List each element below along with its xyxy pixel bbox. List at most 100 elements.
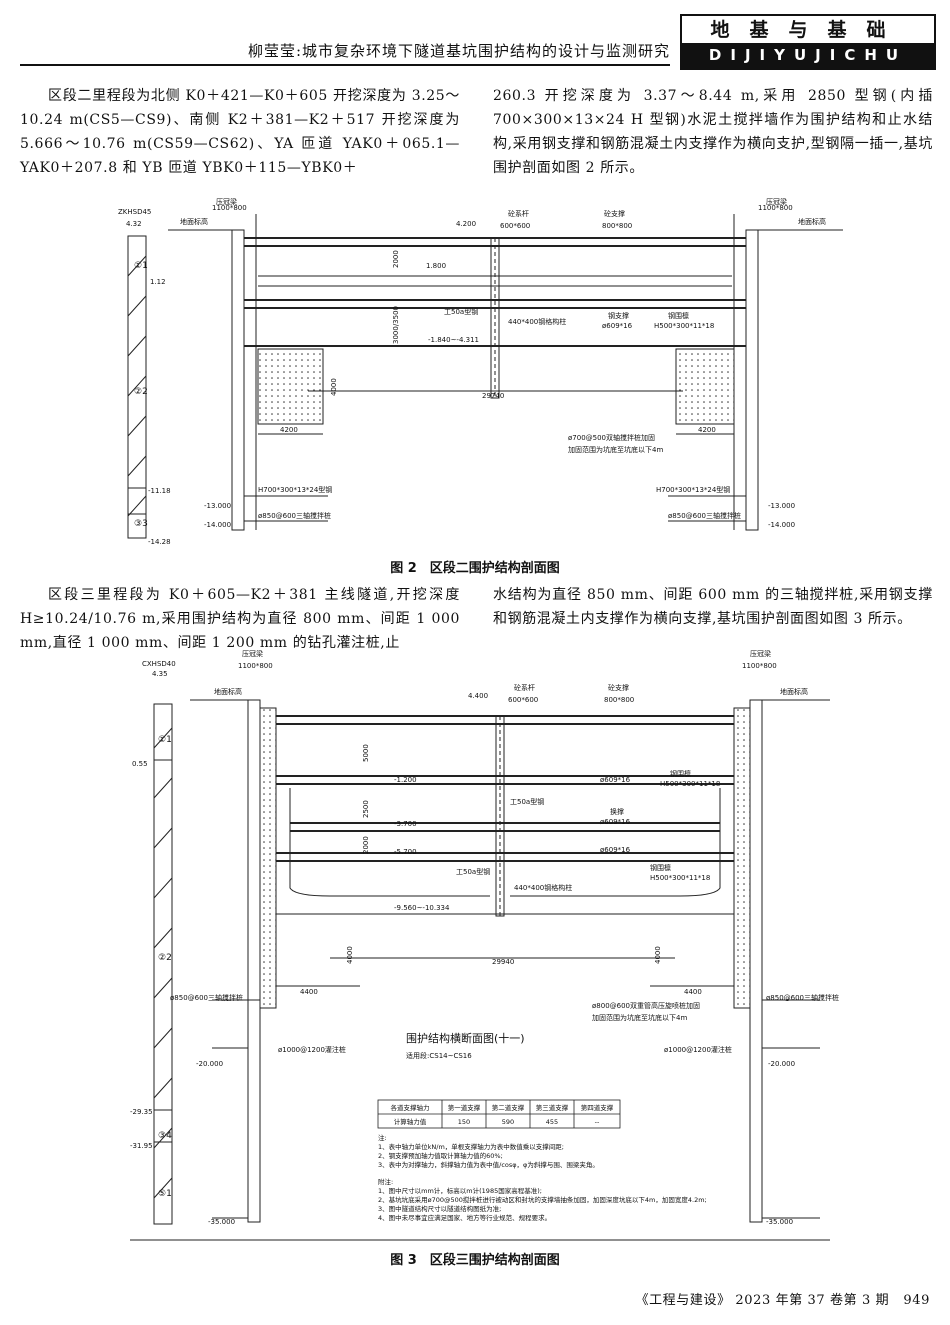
right-mixing-pile [733, 707, 751, 1009]
fig3-ground-label-right: 地面标高 [780, 687, 808, 696]
footer-journal: 《工程与建设》 [635, 1293, 731, 1308]
fig3-elev-5700: -5.700 [394, 848, 417, 856]
fig2-cap-right: 压冠梁 [766, 197, 787, 206]
fig3-borehole: CXHSD40 [142, 660, 176, 668]
fig2-strut1-size: 800*800 [602, 222, 632, 230]
table-cell: 590 [502, 1118, 514, 1126]
fig3-dim-4000-left: 4000 [346, 946, 354, 964]
fig3-strut3: 换撑 [610, 807, 624, 816]
note-line: 2、钢支撑预加轴力值取计算轴力值的60%; [378, 1151, 503, 1160]
fig3-mix-left: ø850@600三轴搅拌桩 [170, 993, 243, 1002]
soil-block-right [675, 348, 735, 425]
fig3-i-beam1: 工50a型钢 [510, 797, 544, 806]
fig2-ground-elev: 4.32 [126, 220, 142, 228]
table-header-cell: 各道支撑轴力 [391, 1103, 430, 1112]
fig2-col-top: 砼系杆 [508, 209, 529, 218]
fig3-dim-4400-right: 4400 [684, 988, 702, 996]
annex-note-line: 2、基坑坑底采用ø700@500搅拌桩进行被动区和封坑的支撑墙抽条加固，加固深度… [378, 1195, 707, 1204]
figure-2-caption: 图 2 区段二围护结构剖面图 [390, 561, 560, 576]
figure-2-drawing: ZKHSD45 4.32 ①1 ②2 ③3 1.12 -11.18 -14.28… [118, 197, 843, 546]
fig2-hbeam-left: H700*300*13*24型钢 [258, 485, 332, 494]
fig3-col-top-size: 600*600 [508, 696, 538, 704]
fig2-ground-label-left: 地面标高 [180, 217, 208, 226]
fig3-strut1: 砼支撑 [608, 683, 629, 692]
fig3-ground-elev: 4.35 [152, 670, 168, 678]
fig2-jet-note1: ø700@500双轴搅拌桩加固 [568, 433, 655, 442]
figure-3-caption: 图 3 区段三围护结构剖面图 [390, 1253, 560, 1268]
fig3-mix-right: ø850@600三轴搅拌桩 [766, 993, 839, 1002]
fig3-pile-right: ø1000@1200灌注桩 [664, 1045, 732, 1054]
fig2-depth2: -11.18 [148, 487, 171, 495]
annex-note-line: 4、图中未尽事宜应满足国家、地方等行业规范、规程要求。 [378, 1213, 551, 1222]
fig2-e14-left: -14.000 [204, 521, 231, 529]
fig3-layer5: ⑤1 [158, 1189, 172, 1199]
fig2-strut2-size: ø609*16 [602, 322, 633, 330]
fig2-depth3: -14.28 [148, 538, 171, 546]
table-cell: 455 [546, 1118, 558, 1126]
note-line: 注: [378, 1133, 387, 1142]
footer-issue: 2023 年第 37 卷第 3 期 [735, 1293, 890, 1308]
fig2-mix-left: ø850@600三轴搅拌桩 [258, 511, 331, 520]
footer-page-number: 949 [903, 1293, 930, 1308]
fig2-e13-left: -13.000 [204, 502, 231, 510]
fig3-e35-left: -35.000 [208, 1218, 235, 1226]
fig2-width: 29740 [482, 392, 504, 400]
fig3-dim-2000: 2000 [362, 836, 370, 854]
fig3-waler2-size: H500*300*11*18 [660, 780, 720, 788]
table-header-cell: 第三道支撑 [536, 1103, 569, 1112]
fig2-cap-left: 压冠梁 [216, 197, 237, 206]
paragraph-2-right: 水结构为直径 850 mm、间距 600 mm 的三轴搅拌桩,采用钢支撑和钢筋混… [493, 587, 933, 627]
figure-3-drawing: CXHSD40 4.35 ①1 ②2 ③4 ⑤1 0.55 -29.35 -31… [130, 649, 839, 1241]
fig2-i-beam: 工50a型钢 [444, 307, 478, 316]
journal-name-cn: 地基与基础 [710, 19, 906, 41]
fig2-hbeam-right: H700*300*13*24型钢 [656, 485, 730, 494]
fig3-col-top: 砼系杆 [514, 683, 535, 692]
fig3-ground-label-left: 地面标高 [214, 687, 242, 696]
paragraph-1-left: 区段二里程段为北侧 K0＋421—K0＋605 开挖深度为 3.25～10.24… [20, 88, 460, 176]
fig3-depth2: -29.35 [130, 1108, 153, 1116]
fig3-layer2: ②2 [158, 953, 172, 963]
fig2-e14-right: -14.000 [768, 521, 795, 529]
soil-block-left [257, 348, 324, 425]
fig2-ground-label-right: 地面标高 [798, 217, 826, 226]
fig2-col-top-size: 600*600 [500, 222, 530, 230]
fig3-elev-1200: -1.200 [394, 776, 417, 784]
fig3-jet-note1: ø800@600双重管高压旋喷桩加固 [592, 1001, 700, 1010]
fig3-applies: 适用段:CS14~CS16 [406, 1051, 472, 1060]
fig3-strut3-size: ø609*16 [600, 818, 631, 826]
fig2-elev-1800: 1.800 [426, 262, 446, 270]
fig2-dim-4200-left: 4200 [280, 426, 298, 434]
journal-box: 地基与基础 DIJIYUJICHU [680, 14, 936, 70]
table-cell: 计算轴力值 [394, 1117, 427, 1126]
fig2-dim-4000: 4000 [330, 378, 338, 396]
table-header-cell: 第四道支撑 [581, 1103, 614, 1112]
annex-note-line: 附注: [378, 1177, 393, 1186]
right-pile [749, 699, 763, 1223]
fig2-strut2: 钢支撑 [608, 311, 629, 320]
fig3-pile-left: ø1000@1200灌注桩 [278, 1045, 346, 1054]
right-wall [745, 229, 759, 531]
fig3-elev-3700: -3.700 [394, 820, 417, 828]
table-cell: 150 [458, 1118, 470, 1126]
fig2-cap-size-right: 1100*800 [758, 204, 793, 212]
fig3-waler2: 钢围檩 [670, 769, 691, 778]
note-line: 1、表中轴力单位kN/m，单根支撑轴力为表中数值乘以支撑间距; [378, 1142, 564, 1151]
left-pile [247, 699, 261, 1223]
fig2-mix-right: ø850@600三轴搅拌桩 [668, 511, 741, 520]
fig3-depth1: 0.55 [132, 760, 148, 768]
fig3-strut4-size: ø609*16 [600, 846, 631, 854]
annex-note-line: 3、图中隧道结构尺寸以隧道结构图纸为准; [378, 1204, 501, 1213]
fig2-exc-bottom: -1.840~-4.311 [428, 336, 479, 344]
fig2-dim-4200-right: 4200 [698, 426, 716, 434]
fig2-cap-size-left: 1100*800 [212, 204, 247, 212]
borehole-column [153, 703, 173, 1225]
fig3-i-beam2: 工50a型钢 [456, 867, 490, 876]
journal-name-en: DIJIYUJICHU [682, 43, 934, 68]
fig2-dim-2000: 2000 [392, 250, 400, 268]
fig3-strut1-size: 800*800 [604, 696, 634, 704]
fig2-depth1: 1.12 [150, 278, 166, 286]
fig2-waler-size: H500*300*11*18 [654, 322, 714, 330]
fig3-jet-note2: 加固范围为坑底至坑底以下4m [592, 1013, 687, 1022]
paragraph-1-right: 260.3 开挖深度为 3.37～8.44 m,采用 2850 型钢(内插 70… [493, 88, 933, 176]
fig3-cap-size-right: 1100*800 [742, 662, 777, 670]
